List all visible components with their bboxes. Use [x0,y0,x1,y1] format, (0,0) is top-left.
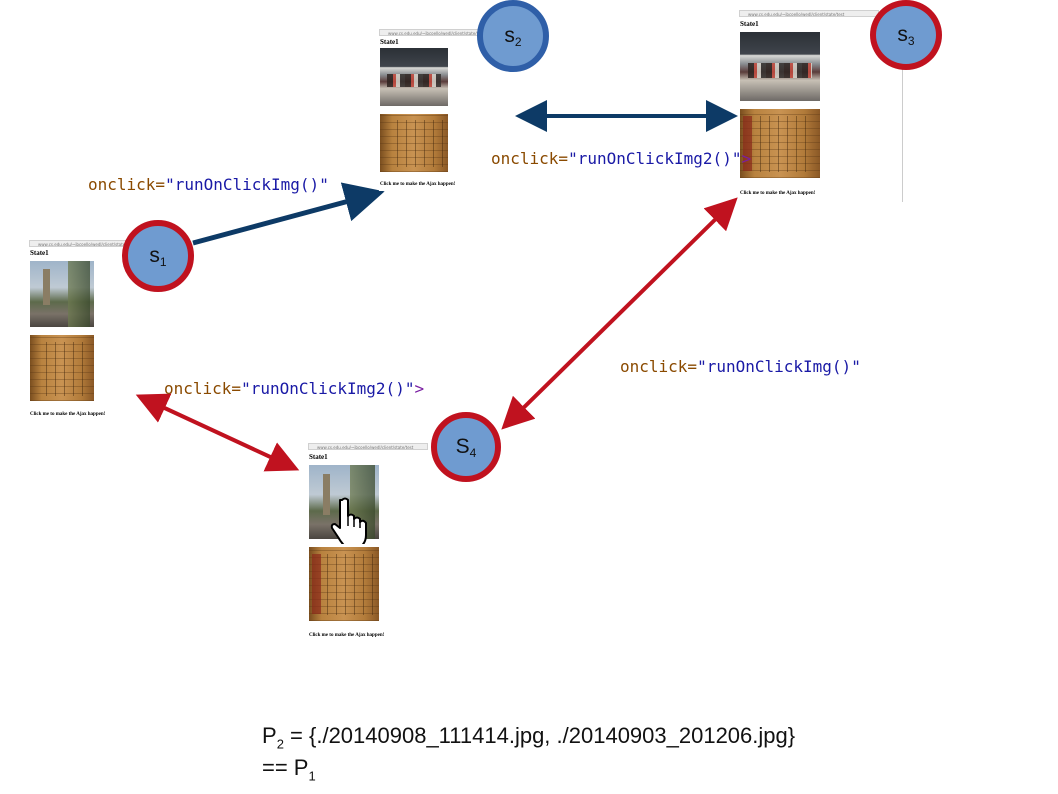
arrow-s3-s4 [501,197,738,430]
state-s3-sub: 3 [907,34,915,48]
state-screenshot-s2: www.cs.edu.edu/~jbcoello/wedl/client/sta… [379,29,479,191]
formula-p-sub: 2 [276,736,284,752]
photo-ledger[interactable] [309,547,379,621]
ajax-link[interactable]: Click me to make the Ajax happen! [380,182,456,187]
label-s3-s4: onclick="runOnClickImg()" [620,357,861,376]
screenshot-title: State1 [740,20,759,28]
ajax-link[interactable]: Click me to make the Ajax happen! [30,412,106,417]
arrow-s1-to-s2 [192,182,385,246]
photo-ledger[interactable] [740,109,820,178]
state-s2-letter: s [504,24,515,47]
screenshot-title: State1 [30,249,49,257]
formula-line2-prefix: == P [262,755,309,780]
label-value: "runOnClickImg()" [165,175,329,194]
state-s4-letter: S [455,435,470,458]
photo-classroom[interactable] [380,48,448,106]
state-screenshot-s4: www.cs.edu.edu/~jbcoello/wedl/client/sta… [308,443,428,643]
label-attr: onclick= [491,149,569,168]
page-edge-line [902,60,903,202]
label-value: "runOnClickImg()" [697,357,861,376]
state-screenshot-s1: www.cs.edu.edu/~jbcoello/wedl/client/sta… [29,240,129,425]
label-attr: onclick= [620,357,698,376]
label-s1-to-s2: onclick="runOnClickImg()" [88,175,329,194]
photo-ledger[interactable] [380,114,448,172]
state-s1-letter: s [149,244,160,267]
state-s3-letter: s [897,23,908,46]
label-value: "runOnClickImg2()" [241,379,415,398]
photo-street[interactable] [30,261,94,327]
hand-pointer-icon [330,497,367,544]
state-s1-sub: 1 [159,255,167,269]
url-bar: www.cs.edu.edu/~jbcoello/wedl/client/sta… [29,240,129,247]
label-attr: onclick= [88,175,166,194]
label-tail: > [414,379,425,398]
formula-line-1: P2 = {./20140908_111414.jpg, ./20140903_… [262,723,795,751]
state-screenshot-s3: www.cs.edu.edu/~jbcoello/wedl/client/sta… [739,10,879,200]
state-s4-sub: 4 [469,446,477,460]
formula-rhs: = {./20140908_111414.jpg, ./20140903_201… [283,723,796,748]
photo-ledger[interactable] [30,335,94,401]
url-bar: www.cs.edu.edu/~jbcoello/wedl/client/sta… [379,29,479,36]
url-bar: www.cs.edu.edu/~jbcoello/wedl/client/sta… [308,443,428,450]
label-s1-s4: onclick="runOnClickImg2()"> [164,379,424,398]
photo-classroom[interactable] [740,32,820,101]
formula-line-2: == P1 [262,755,316,783]
screenshot-title: State1 [380,38,399,46]
label-s2-s3: onclick="runOnClickImg2()"> [491,149,751,168]
label-attr: onclick= [164,379,242,398]
screenshot-title: State1 [309,453,328,461]
url-bar: www.cs.edu.edu/~jbcoello/wedl/client/sta… [739,10,879,17]
arrow-s1-s4 [135,393,300,472]
ajax-link[interactable]: Click me to make the Ajax happen! [309,633,385,638]
label-value: "runOnClickImg2()" [568,149,742,168]
ajax-link[interactable]: Click me to make the Ajax happen! [740,191,816,196]
formula-p: P [262,723,277,748]
formula-line2-sub: 1 [308,768,316,784]
state-s2-sub: 2 [514,35,522,49]
label-tail: > [741,149,752,168]
